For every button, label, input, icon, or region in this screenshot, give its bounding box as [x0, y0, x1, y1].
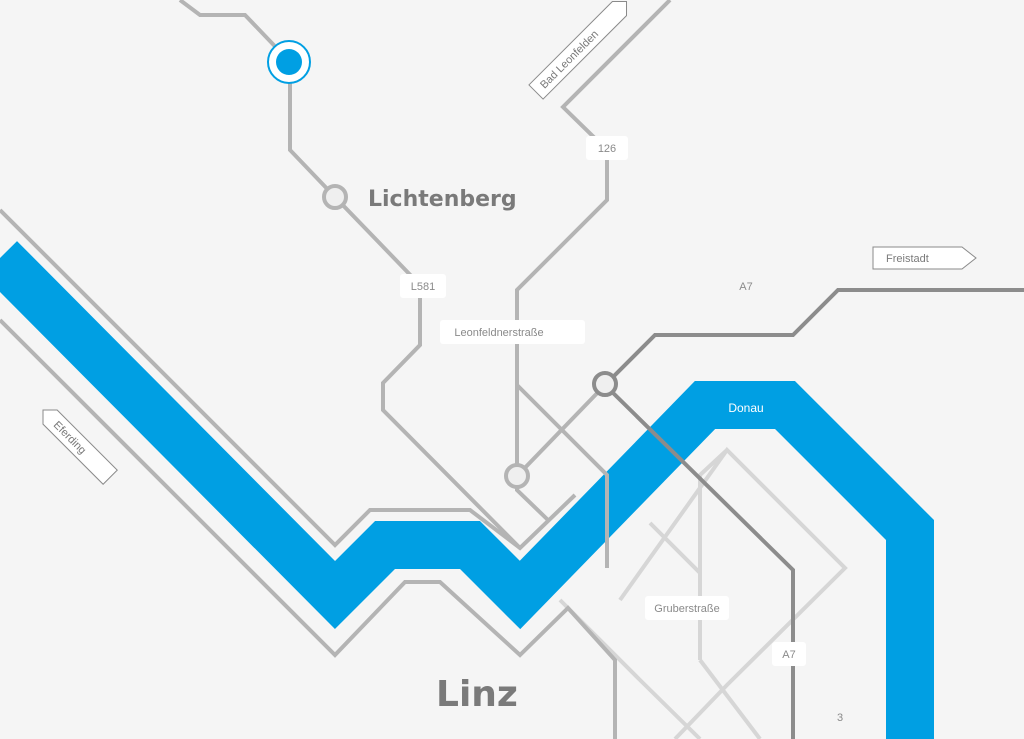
- svg-text:Leonfeldnerstraße: Leonfeldnerstraße: [454, 327, 543, 339]
- svg-text:Gruberstraße: Gruberstraße: [654, 603, 719, 615]
- road-badge-l581: L581: [400, 274, 446, 298]
- svg-text:3: 3: [837, 712, 843, 724]
- road-badge-126: 126: [586, 136, 628, 160]
- road-gruberstrasse: [648, 521, 702, 660]
- road-badge-3: 3: [837, 712, 843, 724]
- road-a7: [602, 288, 1024, 739]
- svg-text:126: 126: [598, 143, 616, 155]
- road-leonfeldnerstrasse: [515, 383, 609, 568]
- place-label-lichtenberg: Lichtenberg: [368, 187, 517, 212]
- road-badge-gruberstrasse: Gruberstraße: [645, 596, 729, 620]
- road-connector: [515, 383, 607, 478]
- direction-sign-eferding[interactable]: Eferding: [36, 403, 118, 485]
- eferding-road: [0, 208, 617, 739]
- station-lichtenberg[interactable]: [322, 184, 348, 210]
- svg-text:A7: A7: [739, 281, 752, 293]
- svg-text:Freistadt: Freistadt: [886, 253, 929, 265]
- svg-text:Bad Leonfelden: Bad Leonfelden: [538, 28, 601, 91]
- direction-sign-freistadt[interactable]: Freistadt: [872, 246, 977, 270]
- river-label-donau: Donau: [728, 401, 763, 415]
- road-badge-a7-lower: A7: [772, 642, 806, 666]
- current-location-marker[interactable]: [267, 40, 311, 84]
- danube-river: [0, 241, 934, 739]
- road-badge-leonfeldnerstrasse: Leonfeldnerstraße: [440, 320, 585, 344]
- svg-text:A7: A7: [782, 649, 795, 661]
- road-badge-a7-upper: A7: [727, 274, 765, 298]
- station-leonfeldnerstrasse[interactable]: [504, 463, 530, 489]
- place-label-linz: Linz: [436, 674, 518, 715]
- svg-text:L581: L581: [411, 281, 435, 293]
- station-a7-junction[interactable]: [592, 371, 618, 397]
